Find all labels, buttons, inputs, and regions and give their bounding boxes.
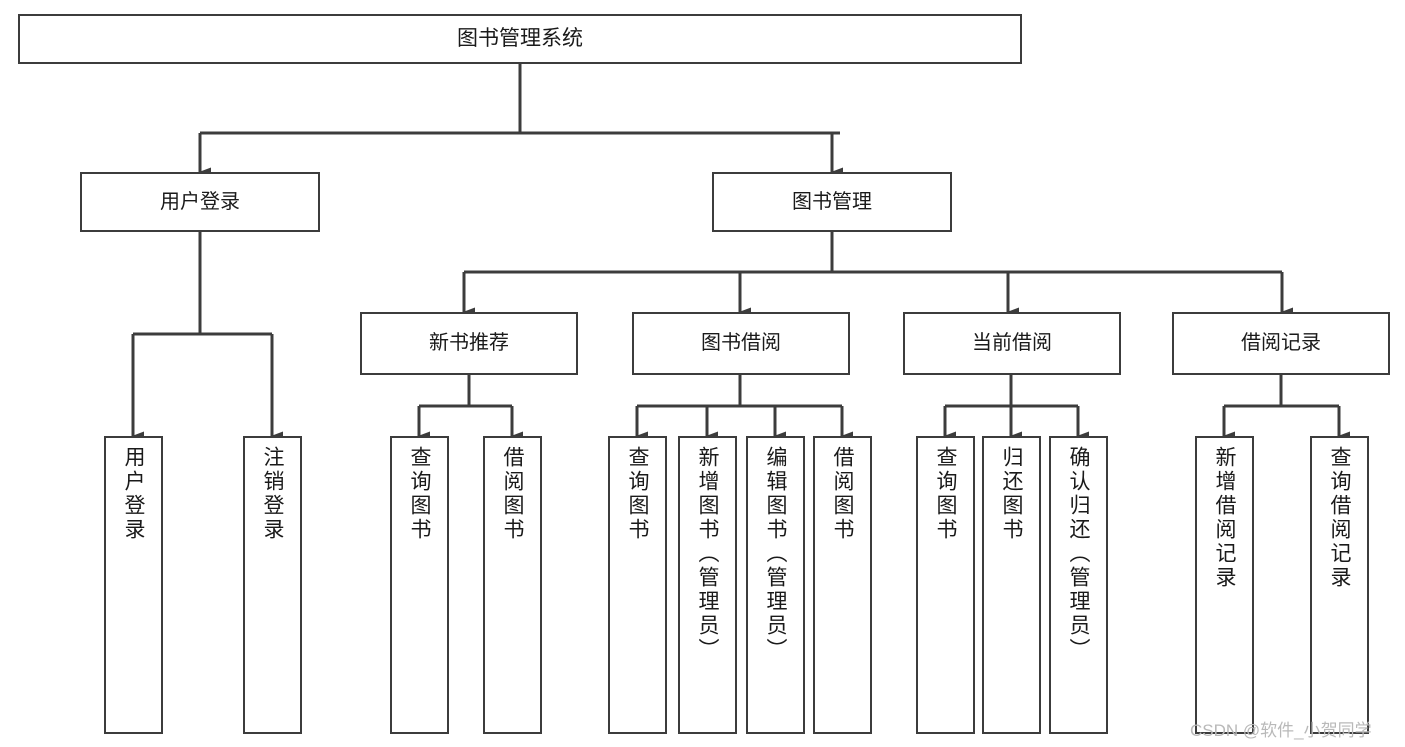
node-label: 新增图书（管理员） <box>696 446 719 662</box>
node-label: 注销登录 <box>261 446 284 542</box>
node-leaf-current-return[interactable]: 归还图书 <box>982 436 1041 734</box>
node-leaf-new-book-query[interactable]: 查询图书 <box>390 436 449 734</box>
node-leaf-borrow-add-book-admin[interactable]: 新增图书（管理员） <box>678 436 737 734</box>
node-leaf-current-query[interactable]: 查询图书 <box>916 436 975 734</box>
node-label: 查询借阅记录 <box>1328 446 1351 590</box>
node-leaf-user-login-logout[interactable]: 注销登录 <box>243 436 302 734</box>
node-label: 当前借阅 <box>972 332 1052 355</box>
node-label: 图书管理 <box>792 190 872 213</box>
node-leaf-current-confirm-return-admin[interactable]: 确认归还（管理员） <box>1049 436 1108 734</box>
node-label: 归还图书 <box>1000 446 1023 542</box>
node-label: 借阅图书 <box>501 446 524 542</box>
node-label: 新书推荐 <box>429 332 509 355</box>
node-label: 查询图书 <box>626 446 649 542</box>
node-book-management[interactable]: 图书管理 <box>712 172 952 232</box>
node-label: 借阅记录 <box>1241 332 1321 355</box>
node-label: 新增借阅记录 <box>1213 446 1236 590</box>
node-label: 编辑图书（管理员） <box>764 446 787 662</box>
node-label: 查询图书 <box>934 446 957 542</box>
node-leaf-user-login-login[interactable]: 用户登录 <box>104 436 163 734</box>
node-label: 查询图书 <box>408 446 431 542</box>
node-leaf-borrow-edit-book-admin[interactable]: 编辑图书（管理员） <box>746 436 805 734</box>
node-leaf-borrow-borrow-book[interactable]: 借阅图书 <box>813 436 872 734</box>
node-book-borrow[interactable]: 图书借阅 <box>632 312 850 375</box>
node-leaf-record-query[interactable]: 查询借阅记录 <box>1310 436 1369 734</box>
node-leaf-borrow-query[interactable]: 查询图书 <box>608 436 667 734</box>
node-new-book-recommend[interactable]: 新书推荐 <box>360 312 578 375</box>
node-label: 借阅图书 <box>831 446 854 542</box>
node-label: 用户登录 <box>160 190 240 213</box>
node-label: 确认归还（管理员） <box>1067 446 1090 662</box>
node-root-system[interactable]: 图书管理系统 <box>18 14 1022 64</box>
node-leaf-new-book-borrow[interactable]: 借阅图书 <box>483 436 542 734</box>
node-borrow-record[interactable]: 借阅记录 <box>1172 312 1390 375</box>
node-leaf-record-add[interactable]: 新增借阅记录 <box>1195 436 1254 734</box>
node-current-borrow[interactable]: 当前借阅 <box>903 312 1121 375</box>
node-label: 图书管理系统 <box>457 27 583 51</box>
node-label: 图书借阅 <box>701 332 781 355</box>
node-user-login[interactable]: 用户登录 <box>80 172 320 232</box>
node-label: 用户登录 <box>122 446 145 542</box>
